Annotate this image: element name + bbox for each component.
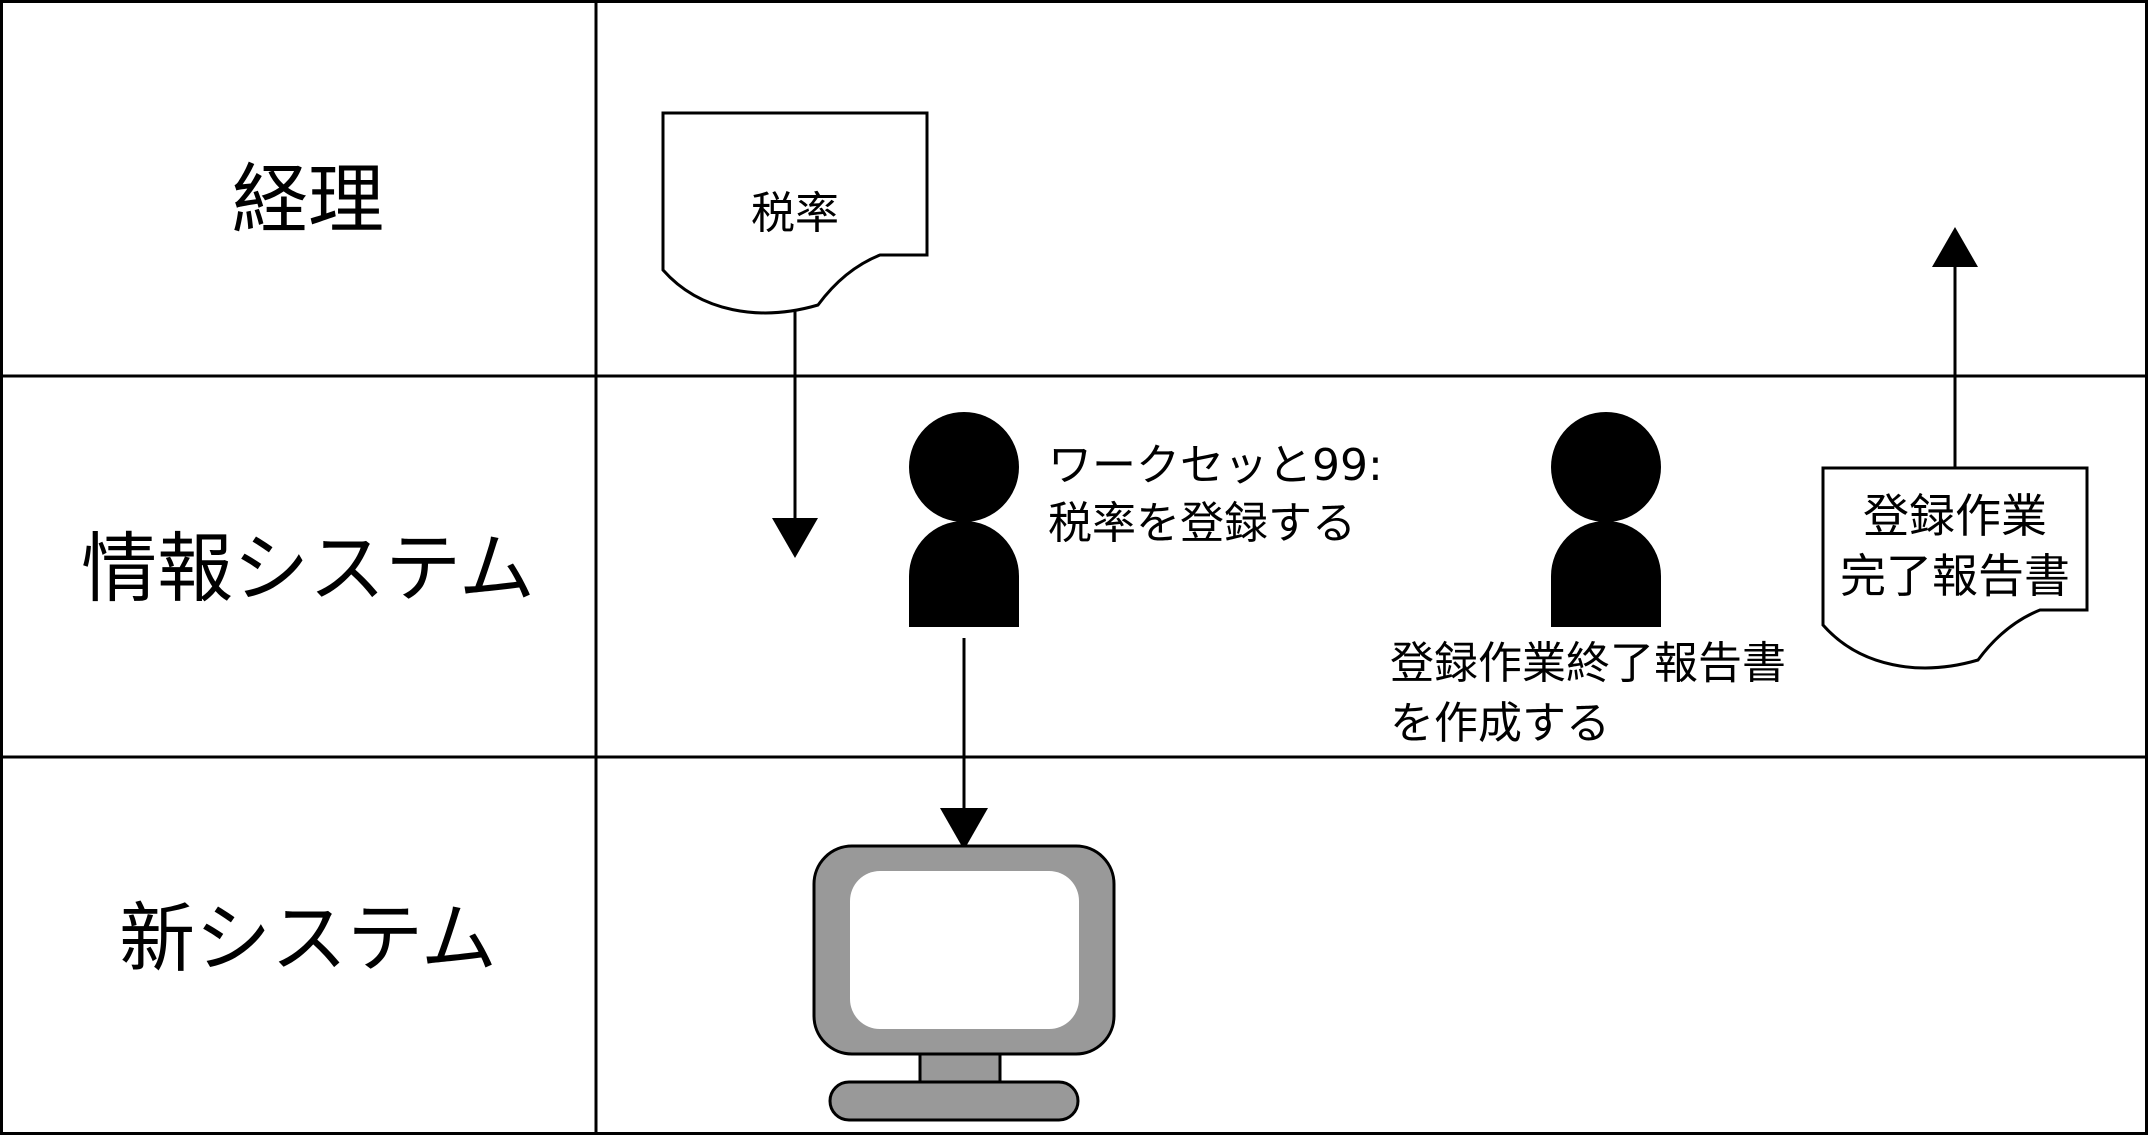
document-completion-report-line1: 登録作業	[1863, 489, 2047, 543]
person-icon-register	[909, 412, 1019, 627]
task-register-line1: ワークセッと99:	[1048, 440, 1383, 491]
document-tax-rate-shape	[661, 111, 929, 315]
document-tax-rate: 税率	[661, 111, 929, 315]
arrow-report-to-accounting	[1932, 227, 1978, 468]
lane-label-new-system: 新システム	[119, 894, 497, 983]
arrow-register-to-new-system	[940, 638, 988, 850]
document-completion-report-line2: 完了報告書	[1840, 549, 2070, 603]
person-body	[1551, 521, 1661, 627]
arrow-tax-rate-to-register	[772, 310, 818, 558]
lane-label-information-systems: 情報システム	[81, 524, 535, 613]
task-create-report-line2: を作成する	[1390, 698, 1610, 749]
task-create-report-line1: 登録作業終了報告書	[1390, 638, 1786, 689]
arrow-head	[940, 808, 988, 850]
document-completion-report-shape	[1821, 466, 2089, 670]
person-icon-create-report	[1551, 412, 1661, 627]
monitor-screen	[850, 871, 1079, 1029]
arrow-head	[1932, 227, 1978, 267]
person-body	[909, 521, 1019, 627]
document-tax-rate-label: 税率	[751, 188, 839, 239]
lane-label-accounting: 経理	[232, 155, 384, 244]
computer-monitor-icon	[812, 844, 1116, 1122]
person-head	[1551, 412, 1661, 522]
document-completion-report: 登録作業 完了報告書	[1821, 466, 2089, 670]
arrow-head	[772, 518, 818, 558]
person-head	[909, 412, 1019, 522]
monitor-base	[828, 1080, 1080, 1122]
task-register-line2: 税率を登録する	[1048, 498, 1356, 549]
monitor-neck	[918, 1052, 1002, 1084]
